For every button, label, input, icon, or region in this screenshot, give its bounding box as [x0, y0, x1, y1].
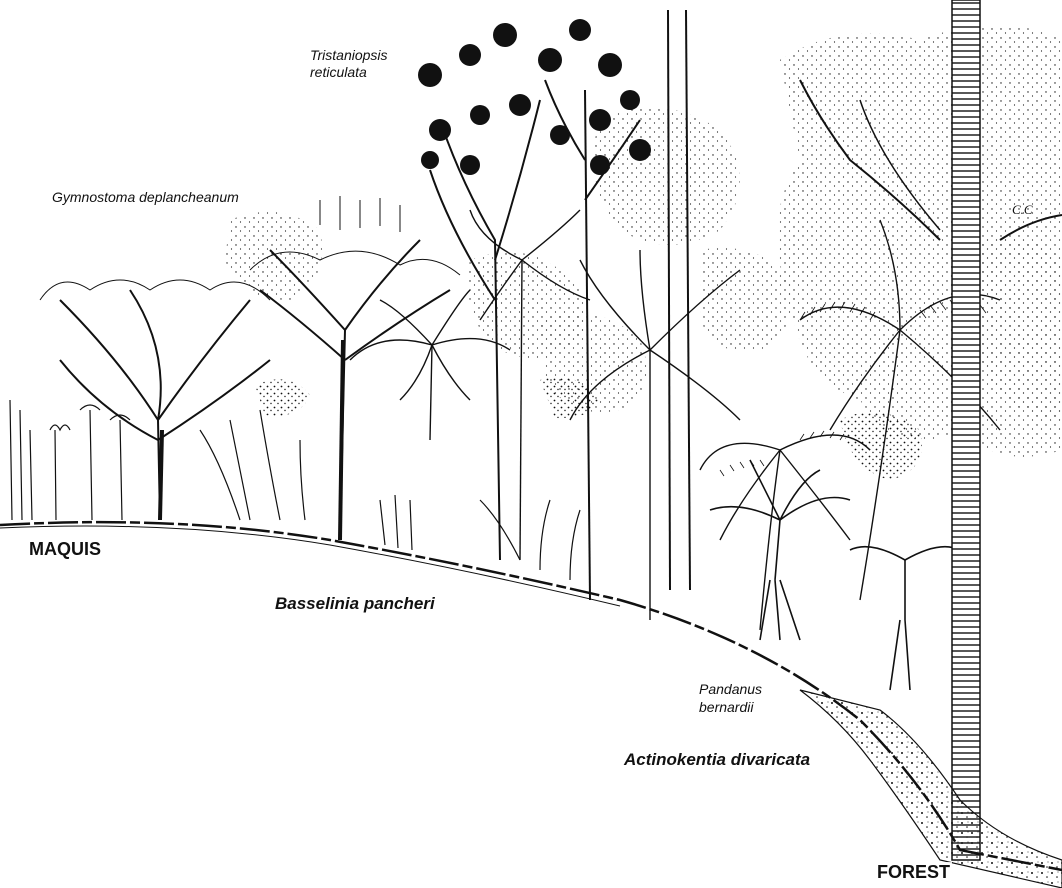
label-pandanus-line1: Pandanus — [697, 681, 764, 697]
label-tristaniopsis-line2: reticulata — [308, 64, 369, 80]
label-pandanus-line2: bernardii — [697, 699, 755, 715]
label-basselinia: Basselinia pancheri — [273, 594, 437, 614]
label-zone-maquis: MAQUIS — [27, 539, 103, 560]
artist-signature: C.C — [1012, 202, 1033, 217]
ground-profile — [0, 522, 1062, 888]
label-zone-forest: FOREST — [875, 862, 952, 883]
label-tristaniopsis-line1: Tristaniopsis — [308, 47, 390, 63]
label-gymnostoma: Gymnostoma deplancheanum — [50, 189, 241, 205]
background-canopy — [225, 25, 1062, 457]
label-actinokentia: Actinokentia divaricata — [622, 750, 812, 770]
